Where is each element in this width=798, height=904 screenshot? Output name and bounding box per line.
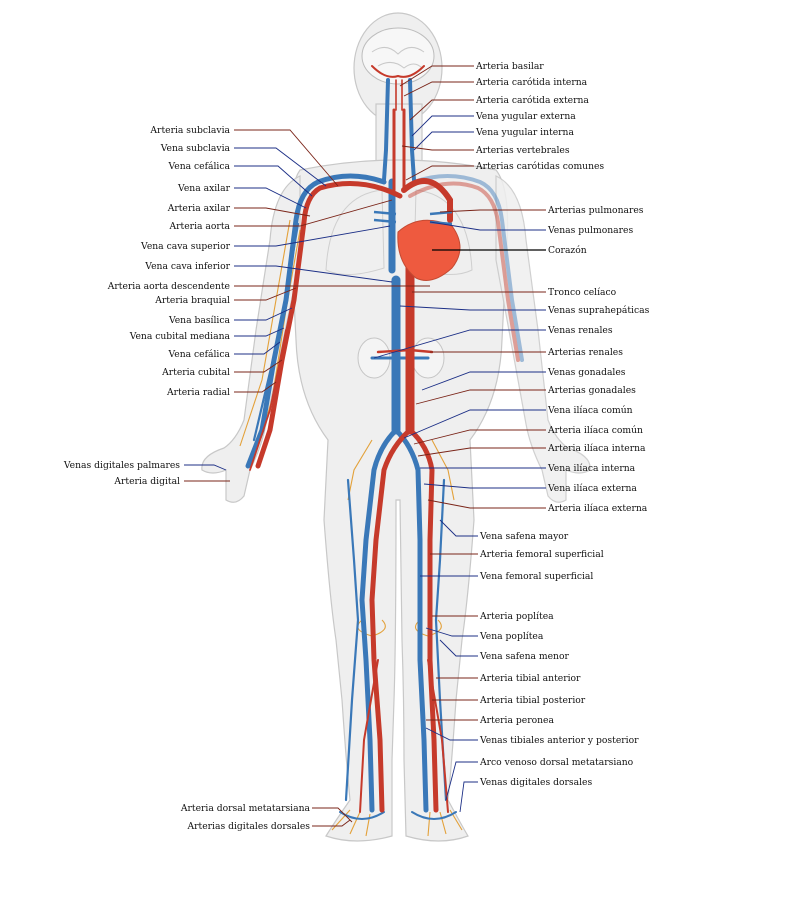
- label-vena-cava-inferior: Vena cava inferior: [144, 261, 230, 272]
- label-arteria-iliaca-comun: Arteria ilíaca común: [547, 425, 643, 436]
- label-arteria-radial: Arteria radial: [166, 387, 230, 398]
- label-arteria-subclavia: Arteria subclavia: [149, 125, 230, 136]
- labels-right: Arteria basilar Arteria carótida interna…: [475, 61, 650, 788]
- label-arteria-aorta-descendente: Arteria aorta descendente: [107, 281, 230, 292]
- label-arco-venoso: Arco venoso dorsal metatarsiano: [479, 757, 634, 768]
- label-arteria-carotida-externa: Arteria carótida externa: [475, 95, 589, 106]
- label-vena-poplitea: Vena poplítea: [479, 631, 544, 642]
- label-vena-axilar: Vena axilar: [177, 183, 231, 194]
- label-arteria-basilar: Arteria basilar: [475, 61, 544, 72]
- label-vena-cava-superior: Vena cava superior: [140, 241, 231, 252]
- label-arteria-femoral-superficial: Arteria femoral superficial: [479, 549, 604, 560]
- label-vena-cefalica-lower: Vena cefálica: [167, 349, 230, 360]
- label-vena-safena-menor: Vena safena menor: [479, 651, 569, 662]
- label-arteria-digital: Arteria digital: [113, 476, 180, 487]
- label-arterias-pulmonares: Arterias pulmonares: [547, 205, 644, 216]
- label-vena-iliaca-externa: Vena ilíaca externa: [547, 483, 637, 494]
- label-arteria-poplitea: Arteria poplítea: [479, 611, 554, 622]
- label-arteria-aorta: Arteria aorta: [169, 221, 231, 232]
- label-vena-basilica: Vena basílica: [168, 315, 231, 326]
- brain: [361, 27, 435, 85]
- label-arteria-peronea: Arteria peronea: [479, 715, 554, 726]
- label-arteria-dorsal-metatarsiana: Arteria dorsal metatarsiana: [180, 803, 311, 814]
- leader-lines: [184, 65, 546, 827]
- label-venas-gonadales: Venas gonadales: [547, 367, 626, 378]
- label-arterias-vertebrales: Arterias vertebrales: [475, 145, 570, 156]
- label-arterias-gonadales: Arterias gonadales: [547, 385, 636, 396]
- label-arterias-digitales-dorsales: Arterias digitales dorsales: [186, 821, 310, 832]
- label-venas-digitales-dorsales: Venas digitales dorsales: [479, 777, 592, 788]
- label-venas-suprahepaticas: Venas suprahepáticas: [547, 305, 650, 316]
- label-vena-yugular-interna: Vena yugular interna: [475, 127, 574, 138]
- arteries: [249, 65, 520, 813]
- label-vena-iliaca-interna: Vena ilíaca interna: [547, 463, 636, 474]
- label-vena-yugular-externa: Vena yugular externa: [475, 111, 576, 122]
- label-vena-cefalica-upper: Vena cefálica: [167, 161, 230, 172]
- label-venas-digitales-palmares: Venas digitales palmares: [63, 460, 180, 471]
- label-venas-renales: Venas renales: [547, 325, 613, 336]
- label-arteria-cubital: Arteria cubital: [161, 367, 230, 378]
- label-arteria-axilar: Arteria axilar: [167, 203, 231, 214]
- label-arteria-braquial: Arteria braquial: [154, 295, 230, 306]
- heart: [373, 210, 461, 281]
- label-vena-subclavia: Vena subclavia: [160, 143, 231, 154]
- label-vena-safena-mayor: Vena safena mayor: [479, 531, 569, 542]
- label-arteria-tibial-anterior: Arteria tibial anterior: [479, 673, 581, 684]
- label-vena-iliaca-comun: Vena ilíaca común: [547, 405, 633, 416]
- label-arteria-carotida-interna: Arteria carótida interna: [475, 77, 588, 88]
- label-venas-tibiales: Venas tibiales anterior y posterior: [479, 735, 639, 746]
- label-arteria-iliaca-interna: Arteria ilíaca interna: [547, 443, 646, 454]
- label-tronco-celiaco: Tronco celíaco: [548, 287, 617, 298]
- label-arteria-iliaca-externa: Arteria ilíaca externa: [547, 503, 648, 514]
- label-vena-femoral-superficial: Vena femoral superficial: [479, 571, 593, 582]
- label-arteria-tibial-posterior: Arteria tibial posterior: [479, 695, 586, 706]
- label-arterias-carotidas-comunes: Arterias carótidas comunes: [475, 161, 604, 172]
- label-vena-cubital-mediana: Vena cubital mediana: [129, 331, 231, 342]
- label-corazon: Corazón: [548, 245, 587, 256]
- label-arterias-renales: Arterias renales: [547, 347, 623, 358]
- label-venas-pulmonares: Venas pulmonares: [547, 225, 633, 236]
- labels-left: Arteria subclavia Vena subclavia Vena ce…: [63, 125, 311, 832]
